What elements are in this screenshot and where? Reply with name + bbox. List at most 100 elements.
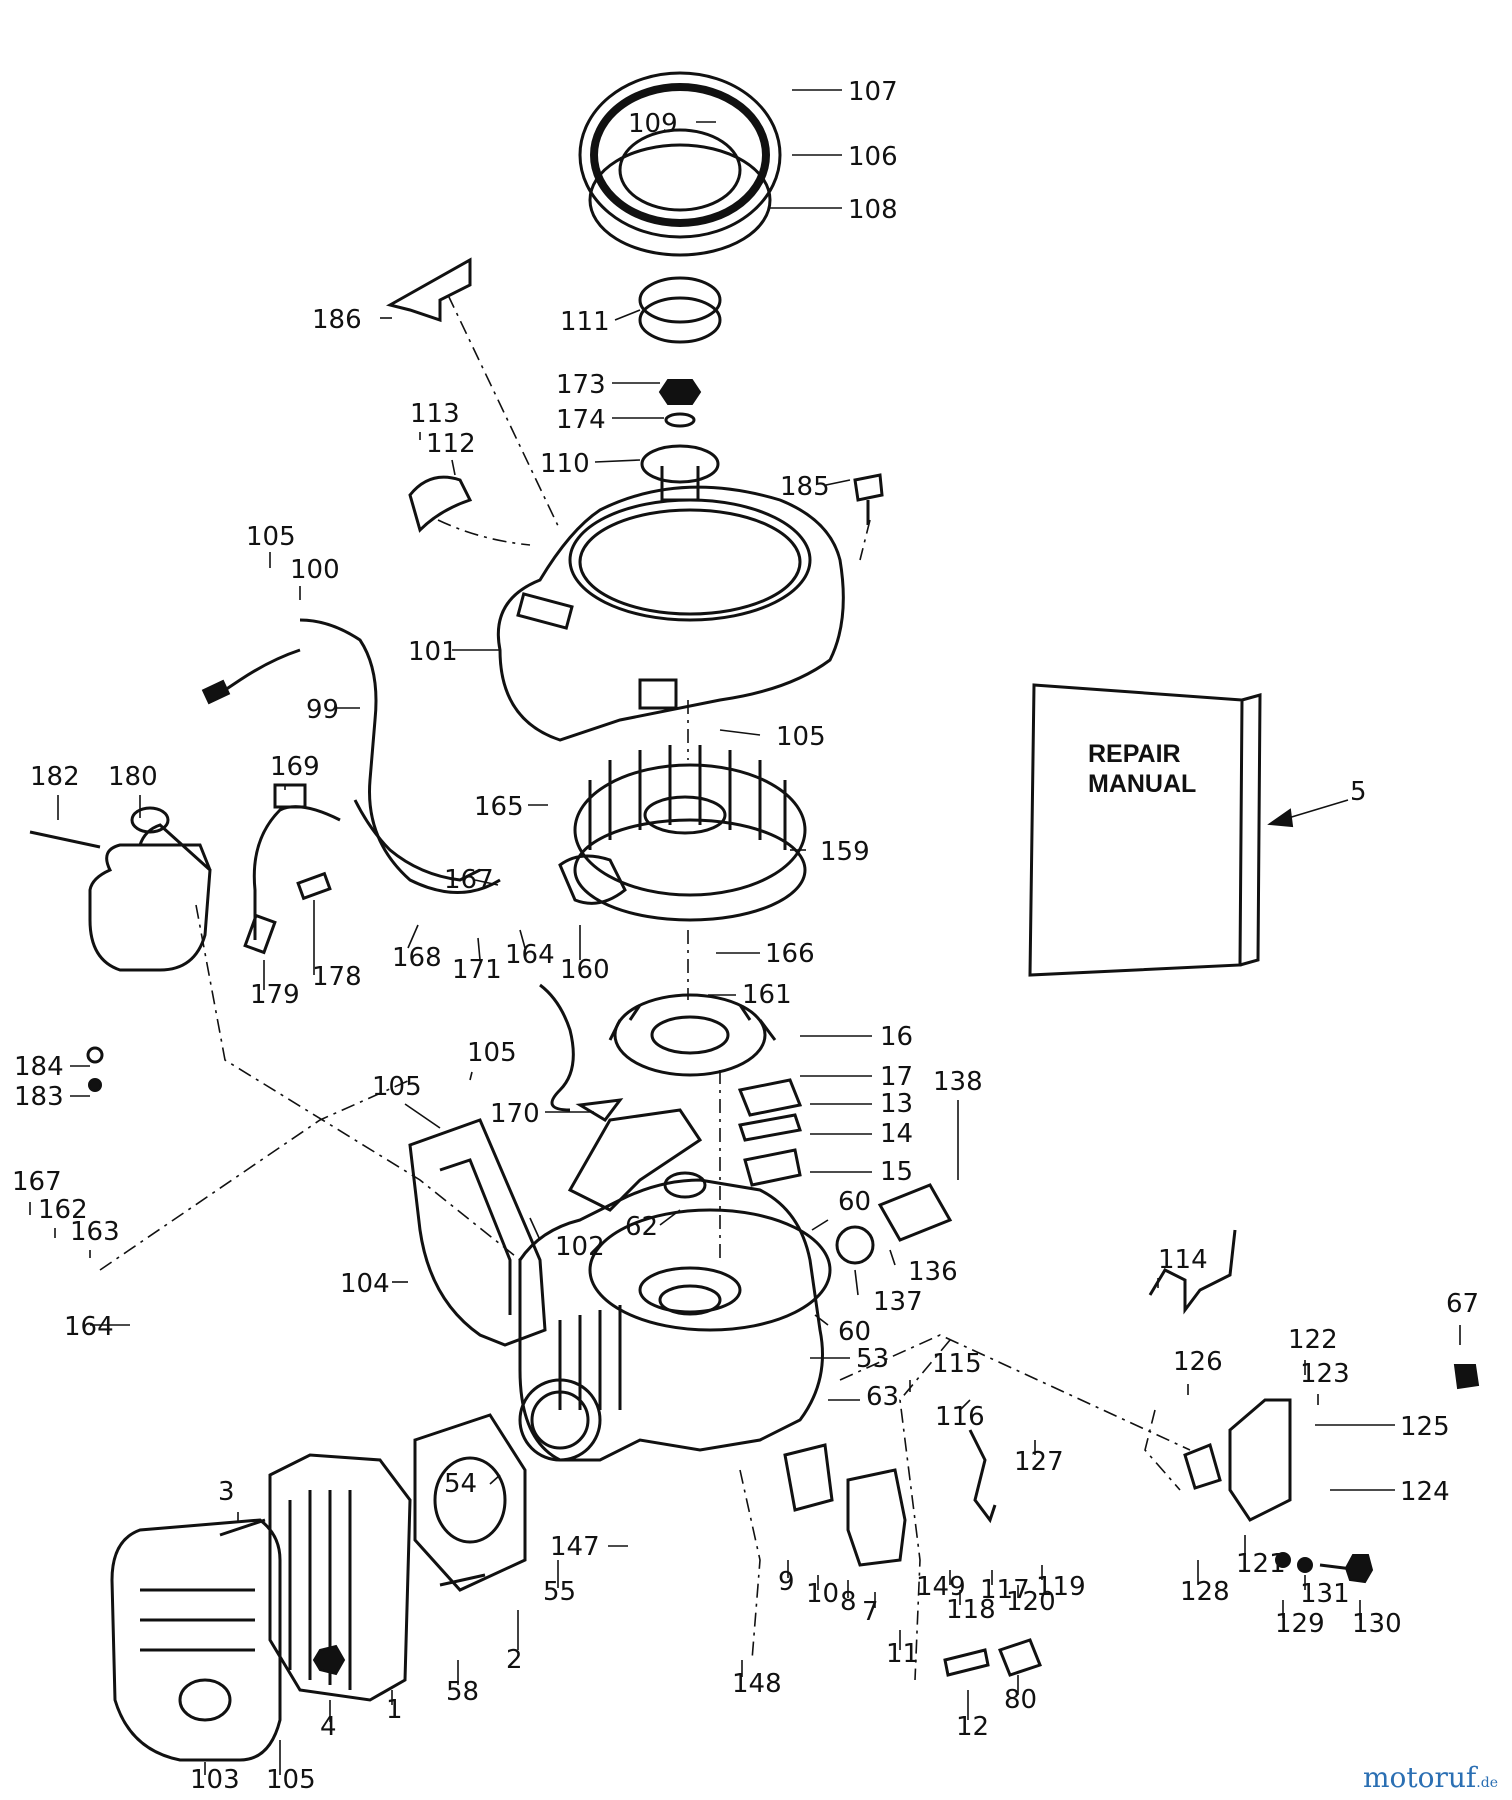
leader-line-168 (407, 924, 419, 949)
callout-9: 9 (778, 1567, 795, 1597)
callout-168: 168 (392, 943, 442, 973)
callout-125: 125 (1400, 1412, 1450, 1442)
callout-7: 7 (862, 1597, 879, 1627)
repair-manual-part (1028, 683, 1244, 977)
callout-159: 159 (820, 837, 870, 867)
leader-line-164 (519, 929, 526, 949)
leader-line-105 (469, 1071, 473, 1081)
callout-108: 108 (848, 195, 898, 225)
callout-186: 186 (312, 305, 362, 335)
watermark: motoruf.de (1363, 1761, 1498, 1794)
nut-part (658, 379, 702, 405)
starter-cup-part (638, 276, 722, 324)
callout-2: 2 (506, 1645, 523, 1675)
callout-1: 1 (386, 1695, 403, 1725)
manual-title-line2: MANUAL (1088, 770, 1196, 798)
head-and-shroud-group (110, 1118, 547, 1762)
callout-119: 119 (1036, 1572, 1086, 1602)
callout-105: 105 (776, 722, 826, 752)
watermark-tld: .de (1476, 1775, 1498, 1791)
callout-167: 167 (444, 865, 494, 895)
callout-121: 121 (1236, 1549, 1286, 1579)
callout-116: 116 (935, 1402, 985, 1432)
callout-117: 117 (980, 1575, 1030, 1605)
callout-161: 161 (742, 980, 792, 1010)
callout-136: 136 (908, 1257, 958, 1287)
leader-line-185 (825, 479, 851, 486)
callout-60: 60 (838, 1317, 871, 1347)
cylinder-shroud-part (110, 1518, 282, 1762)
leader-line-62 (659, 1209, 681, 1226)
callout-137: 137 (873, 1287, 923, 1317)
leader-line-167 (474, 879, 499, 886)
callout-127: 127 (1014, 1447, 1064, 1477)
blower-housing-part (496, 485, 845, 742)
callout-173: 173 (556, 370, 606, 400)
callout-105: 105 (467, 1038, 517, 1068)
callout-105: 105 (372, 1072, 422, 1102)
callout-174: 174 (556, 405, 606, 435)
repair-manual-group: REPAIR MANUAL (1028, 683, 1349, 977)
callout-118: 118 (946, 1595, 996, 1625)
callout-3: 3 (218, 1477, 235, 1507)
leader-line-137 (854, 1269, 859, 1296)
callout-124: 124 (1400, 1477, 1450, 1507)
callout-16: 16 (880, 1022, 913, 1052)
leader-line-110 (594, 459, 641, 463)
leader-line-60 (814, 1314, 829, 1326)
callout-147: 147 (550, 1532, 600, 1562)
callout-180: 180 (108, 762, 158, 792)
leader-line-171 (477, 937, 481, 961)
callout-14: 14 (880, 1119, 913, 1149)
callout-55: 55 (543, 1577, 576, 1607)
callout-10: 10 (806, 1579, 839, 1609)
callout-53: 53 (856, 1344, 889, 1374)
leader-line-54 (489, 1474, 501, 1485)
callout-12: 12 (956, 1712, 989, 1742)
callout-131: 131 (1300, 1579, 1350, 1609)
callout-4: 4 (320, 1712, 337, 1742)
manual-title: REPAIR MANUAL (1088, 740, 1196, 798)
callout-166: 166 (765, 939, 815, 969)
callout-160: 160 (560, 955, 610, 985)
callout-109: 109 (628, 109, 678, 139)
callout-122: 122 (1288, 1325, 1338, 1355)
flywheel-group (558, 745, 807, 1077)
callout-138: 138 (933, 1067, 983, 1097)
callout-102: 102 (555, 1232, 605, 1262)
callout-170: 170 (490, 1099, 540, 1129)
routing-lines (99, 294, 1191, 1681)
callout-167: 167 (12, 1167, 62, 1197)
callout-58: 58 (446, 1677, 479, 1707)
callout-163: 163 (70, 1217, 120, 1247)
callout-62: 62 (625, 1212, 658, 1242)
callout-60: 60 (838, 1187, 871, 1217)
wiring-group (201, 618, 624, 1122)
callout-128: 128 (1180, 1577, 1230, 1607)
callout-183: 183 (14, 1082, 64, 1112)
callout-110: 110 (540, 449, 590, 479)
callout-100: 100 (290, 555, 340, 585)
callout-115: 115 (932, 1349, 982, 1379)
leader-line-136 (889, 1249, 896, 1266)
callout-120: 120 (1006, 1587, 1056, 1617)
recoil-screen-part (578, 71, 782, 239)
callout-54: 54 (444, 1469, 477, 1499)
leader-line-112 (451, 459, 456, 476)
callout-178: 178 (312, 962, 362, 992)
callout-8: 8 (840, 1587, 857, 1617)
watermark-name: motoruf (1362, 1761, 1477, 1794)
callout-106: 106 (848, 142, 898, 172)
starter-motor-part (88, 823, 212, 972)
callout-169: 169 (270, 752, 320, 782)
leader-line-102 (529, 1217, 541, 1241)
manual-title-line1: REPAIR (1088, 740, 1181, 768)
starter-motor-group (29, 806, 212, 1092)
callout-111: 111 (560, 307, 610, 337)
engine-block-part (518, 1178, 824, 1462)
leader-line-105 (719, 729, 761, 736)
callout-63: 63 (866, 1382, 899, 1412)
callout-123: 123 (1300, 1359, 1350, 1389)
callout-5: 5 (1350, 777, 1367, 807)
